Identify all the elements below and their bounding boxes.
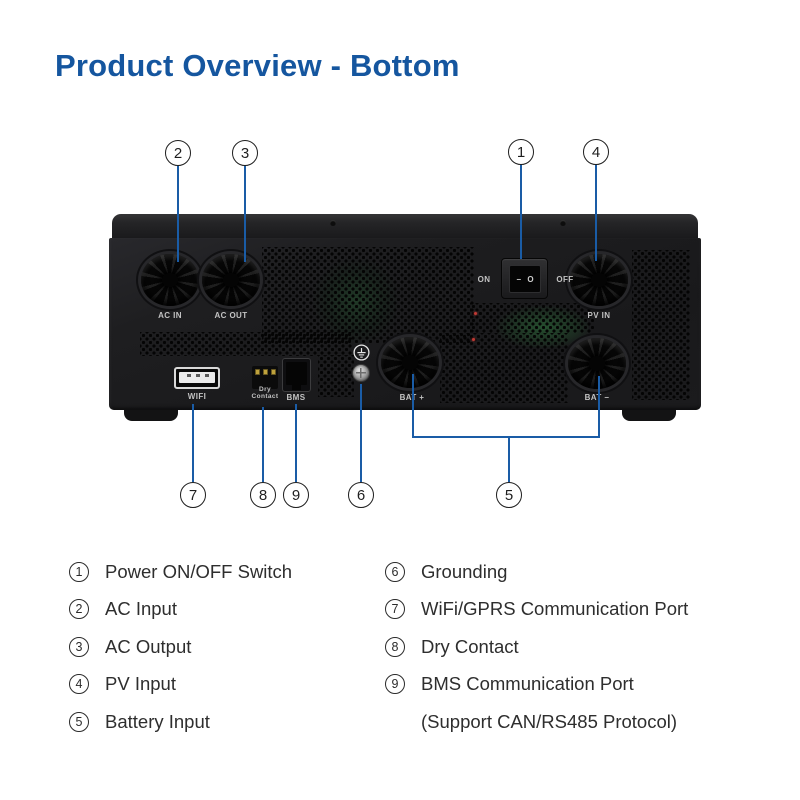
legend-item-2: 2 AC Input — [69, 598, 177, 620]
switch-on-label: ON — [477, 275, 491, 284]
dry-label-line1: Dry — [258, 386, 272, 393]
led-indicator — [472, 338, 475, 341]
switch-off-glyph: O — [527, 274, 534, 284]
legend-label-6: Grounding — [421, 561, 508, 582]
ac-in-label: AC IN — [158, 311, 182, 320]
legend-item-9: 9 BMS Communication Port — [385, 673, 634, 695]
callout-2: 2 — [165, 140, 191, 166]
dry-contact-terminal — [252, 366, 278, 389]
wifi-usb-port — [174, 367, 220, 389]
callout-line-3 — [244, 165, 246, 262]
led-indicator — [474, 312, 477, 315]
dry-contact-pin — [262, 369, 268, 375]
vent-grid — [470, 303, 594, 333]
callout-7: 7 — [180, 482, 206, 508]
power-switch: − O — [501, 258, 548, 299]
legend-label-8: Dry Contact — [421, 636, 519, 657]
power-switch-rocker: − O — [509, 265, 541, 293]
callout-line-4 — [595, 164, 597, 261]
legend-item-6: 6 Grounding — [385, 561, 507, 583]
vent-grid — [632, 250, 690, 400]
legend-item-1: 1 Power ON/OFF Switch — [69, 561, 292, 583]
legend-label-9-continuation: (Support CAN/RS485 Protocol) — [421, 711, 678, 732]
vent-grid — [440, 333, 568, 403]
callout-line-5-horizontal — [412, 436, 600, 438]
legend-label-2: AC Input — [105, 598, 177, 619]
legend-label-1: Power ON/OFF Switch — [105, 561, 293, 582]
page-title: Product Overview - Bottom — [55, 48, 460, 83]
device-body: − O ON OFF — [109, 238, 701, 410]
legend-item-4: 4 PV Input — [69, 673, 176, 695]
callout-line-8 — [262, 407, 264, 482]
bat-minus-label: BAT − — [584, 393, 610, 402]
rj45-opening — [286, 362, 307, 385]
legend-item-7: 7 WiFi/GPRS Communication Port — [385, 598, 688, 620]
wifi-label: WIFI — [187, 392, 207, 401]
bms-label: BMS — [286, 393, 306, 402]
callout-line-5-left — [412, 374, 414, 438]
dry-contact-pin — [270, 369, 276, 375]
legend-num-3: 3 — [69, 637, 89, 657]
legend-num-7: 7 — [385, 599, 405, 619]
legend-label-9: BMS Communication Port — [421, 673, 634, 694]
grounding-symbol-icon — [353, 344, 370, 366]
callout-line-5-center — [508, 436, 510, 482]
legend-label-5: Battery Input — [105, 711, 210, 732]
device-lid — [112, 214, 698, 239]
legend-item-3: 3 AC Output — [69, 636, 191, 658]
usb-tongue — [179, 372, 215, 383]
usb-pins — [184, 374, 210, 377]
legend-num-6: 6 — [385, 562, 405, 582]
callout-5: 5 — [496, 482, 522, 508]
dry-contact-label: Dry Contact — [252, 386, 279, 400]
switch-on-glyph: − — [516, 274, 522, 284]
bms-rj45-port — [282, 358, 311, 392]
legend-num-5: 5 — [69, 712, 89, 732]
lid-screw-icon — [560, 220, 566, 226]
callout-line-5-right — [598, 376, 600, 438]
vent-grid — [318, 355, 354, 397]
bat-plus-label: BAT + — [399, 393, 425, 402]
callout-9: 9 — [283, 482, 309, 508]
lid-screw-icon — [330, 220, 336, 226]
callout-8: 8 — [250, 482, 276, 508]
ac-in-gland — [141, 254, 199, 306]
legend-num-9: 9 — [385, 674, 405, 694]
legend-num-4: 4 — [69, 674, 89, 694]
bat-plus-gland — [381, 337, 439, 388]
pv-in-label: PV IN — [587, 311, 611, 320]
vent-grid — [140, 332, 352, 356]
dry-label-line2: Contact — [251, 393, 279, 400]
dry-contact-pin — [254, 369, 260, 375]
grounding-screw — [352, 364, 370, 382]
rj45-notch — [292, 385, 301, 390]
legend-label-3: AC Output — [105, 636, 192, 657]
ac-out-label: AC OUT — [214, 311, 248, 320]
callout-line-9 — [295, 404, 297, 482]
callout-6: 6 — [348, 482, 374, 508]
pv-in-gland — [570, 254, 628, 306]
legend-label-4: PV Input — [105, 673, 176, 694]
legend-num-1: 1 — [69, 562, 89, 582]
callout-3: 3 — [232, 140, 258, 166]
legend-num-8: 8 — [385, 637, 405, 657]
callout-4: 4 — [583, 139, 609, 165]
callout-line-7 — [192, 404, 194, 482]
legend-item-5: 5 Battery Input — [69, 711, 210, 733]
switch-off-label: OFF — [556, 275, 574, 284]
bat-minus-gland — [568, 338, 626, 389]
vent-grid — [262, 247, 474, 343]
callout-line-6 — [360, 384, 362, 482]
legend-item-8: 8 Dry Contact — [385, 636, 519, 658]
callout-line-2 — [177, 165, 179, 262]
legend-num-2: 2 — [69, 599, 89, 619]
callout-line-1 — [520, 164, 522, 259]
ac-out-gland — [202, 254, 260, 306]
legend-label-7: WiFi/GPRS Communication Port — [421, 598, 689, 619]
callout-1: 1 — [508, 139, 534, 165]
